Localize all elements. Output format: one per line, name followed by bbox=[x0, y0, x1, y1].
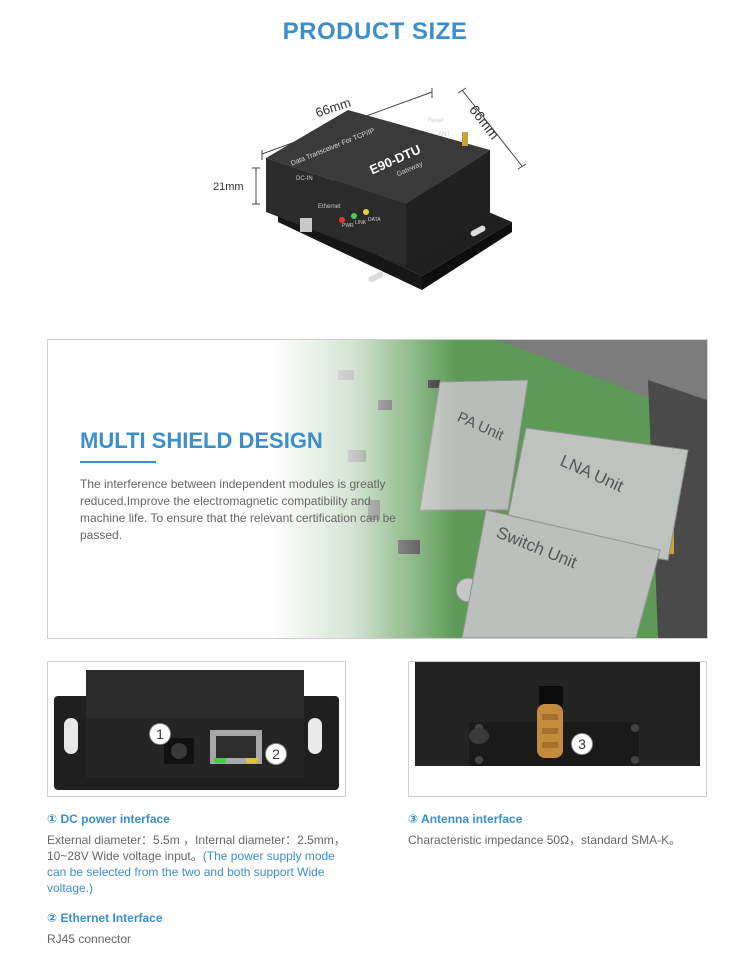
device-ethernet-label: Ethernet bbox=[318, 204, 341, 210]
antenna-interface-text: Characteristic impedance 50Ω，standard SM… bbox=[408, 833, 682, 847]
device-reset-label: Reset bbox=[428, 118, 444, 124]
shield-description: The interference between independent mod… bbox=[80, 477, 396, 542]
antenna-photo: 3 bbox=[408, 661, 707, 797]
device-front-photo bbox=[48, 662, 345, 796]
led-label-link: LINK bbox=[355, 220, 367, 226]
device-dcin-label: DC-IN bbox=[296, 176, 313, 182]
marker-1: 1 bbox=[149, 723, 171, 745]
device-drawing bbox=[252, 87, 527, 290]
dc-interface-title: ① DC power interface bbox=[47, 812, 170, 826]
marker-3: 3 bbox=[571, 733, 593, 755]
device-ant-label: ANT bbox=[438, 132, 450, 138]
ethernet-interface-text: RJ45 connector bbox=[47, 932, 132, 946]
ethernet-interface-title: ② Ethernet Interface bbox=[47, 911, 163, 925]
shield-title: MULTI SHIELD DESIGN bbox=[80, 428, 323, 453]
led-label-pwr: PWR bbox=[342, 223, 354, 229]
antenna-interface-title: ③ Antenna interface bbox=[408, 812, 523, 826]
shield-title-underline bbox=[80, 461, 156, 463]
multi-shield-section: PA Unit LNA Unit Switch Unit MULTI SHIEL… bbox=[47, 339, 708, 639]
dimension-height: 21mm bbox=[213, 181, 244, 193]
product-size-figure: 66mm 66mm 21mm Data Transceiver For TCP/… bbox=[200, 80, 540, 320]
dc-interface-note: (The power supply mode can be selected f… bbox=[47, 849, 335, 895]
marker-2: 2 bbox=[265, 743, 287, 765]
dc-interface-text-plain: External diameter：5.5m ，Internal diamete… bbox=[47, 833, 346, 863]
shield-fade-overlay bbox=[48, 340, 707, 638]
led-label-data: DATA bbox=[368, 217, 381, 223]
dc-interface-text: External diameter：5.5m ，Internal diamete… bbox=[47, 832, 352, 896]
page-title: PRODUCT SIZE bbox=[282, 18, 468, 45]
dc-ethernet-photo: 1 2 bbox=[47, 661, 346, 797]
device-back-photo bbox=[409, 662, 706, 796]
